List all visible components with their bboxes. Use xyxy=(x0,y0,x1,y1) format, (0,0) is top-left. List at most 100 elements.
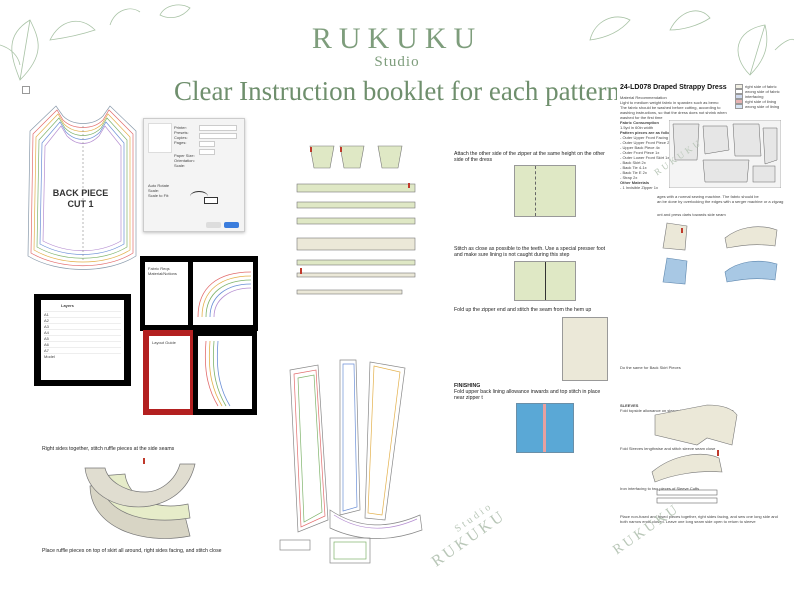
print-options: Auto Rotate Scale: Scale to Fit: xyxy=(148,183,169,198)
layer-item[interactable]: A1 xyxy=(44,311,121,317)
print-row-presets: Presets: xyxy=(174,130,189,135)
booklet-legend: right side of fabric wrong side of fabri… xyxy=(735,84,785,109)
material-rec-text: Light to medium weight fabric in spandex… xyxy=(620,100,719,105)
piece-item: - Outer Front Piece 1x xyxy=(620,150,660,155)
piece-item: - Back Tie E 2x xyxy=(620,170,647,175)
booklet-title: 24-LD078 Draped Strappy Dress xyxy=(620,84,727,91)
print-row-scale: Scale: xyxy=(174,163,186,168)
scale-input-highlight[interactable] xyxy=(204,197,218,204)
legend-item: wrong side of fabric xyxy=(745,89,780,94)
layer-item[interactable]: A4 xyxy=(44,329,121,335)
print-button[interactable] xyxy=(224,222,239,228)
zipper-step-1: Attach the other side of the zipper at t… xyxy=(454,151,605,163)
back-piece-outline xyxy=(27,105,137,270)
piece-item: - Upper Back Piece 4x xyxy=(620,145,660,150)
zipper-step-2: Stitch as close as possible to the teeth… xyxy=(454,246,606,258)
other-materials-text: - 1 Invisible Zipper 1x xyxy=(620,185,659,190)
legend-item: right side of lining xyxy=(745,99,777,104)
tablet-black-3 xyxy=(193,330,257,415)
tablet-black-2 xyxy=(188,256,258,331)
tablet-black-1: Fabric Reqs Material/Notions xyxy=(140,256,193,331)
cancel-button[interactable] xyxy=(206,222,221,228)
consumption-title: Fabric Consumption xyxy=(620,120,659,125)
layout-guide-text: Layout Guide xyxy=(152,340,176,345)
layer-item[interactable]: A7 xyxy=(44,347,121,353)
pieces-title: Pattern pieces are as follows xyxy=(620,130,675,135)
small-doc-line-2: Material/Notions xyxy=(148,271,177,276)
legend-item: wrong side of lining xyxy=(745,104,780,109)
option-auto-rotate[interactable]: Auto Rotate xyxy=(148,183,170,188)
layer-item[interactable]: Model xyxy=(44,353,121,359)
piece-item: - Outer Upper Front Piece 2x xyxy=(620,140,672,145)
back-piece-cut: CUT 1 xyxy=(67,199,94,209)
size-indicator-icon xyxy=(22,86,30,94)
ginkgo-leaf-decoration-right xyxy=(589,10,794,76)
sleeve-diagram xyxy=(651,404,738,504)
other-materials-title: Other Materials xyxy=(620,180,650,185)
piece-item: - Outer Lower Front Skirt 1x xyxy=(620,155,670,160)
sleeves-title: SLEEVES xyxy=(620,403,639,408)
back-piece-pattern: BACK PIECE CUT 1 xyxy=(18,96,143,286)
dropdown-controls xyxy=(199,125,237,167)
print-row-paper-size: Paper Size: xyxy=(174,153,195,158)
cutting-layout-diagram xyxy=(669,120,781,188)
final-note: Place non-fused and fused pieces togethe… xyxy=(620,514,778,524)
zipper-illustration-1 xyxy=(514,165,576,217)
layer-item[interactable]: A2 xyxy=(44,317,121,323)
legend-item: right side of fabric xyxy=(745,84,777,89)
legend-item: interfacing xyxy=(745,94,764,99)
zipper-illustration-2 xyxy=(514,261,576,301)
brand-name: RUKUKU xyxy=(311,22,483,55)
highlight-arrow-icon xyxy=(190,191,208,202)
small-doc-text: Fabric Reqs Material/Notions xyxy=(148,266,177,276)
darts-note: ont and press darts towards side seam xyxy=(657,212,726,217)
ruffle-illustration xyxy=(84,458,196,539)
tablet-red: Layout Guide xyxy=(143,330,196,415)
piece-item: - Back Tie 4-1x xyxy=(620,165,647,170)
instruction-page-zipper: Attach the other side of the zipper at t… xyxy=(452,145,612,455)
back-pieces-note: Do the same for Back Skirt Pieces xyxy=(620,365,681,370)
instruction-page-ruffle: Right sides together, stitch ruffle piec… xyxy=(40,442,240,562)
print-settings-list: Printer: Presets: Copies: Pages: Paper S… xyxy=(174,125,195,168)
wash-text: The fabric should be washed before cutti… xyxy=(620,105,727,120)
print-row-pages: Pages: xyxy=(174,140,187,145)
pattern-lines-preview xyxy=(193,262,253,325)
zipper-step-3: Fold up the zipper end and stitch the se… xyxy=(454,307,592,313)
pattern-lines-preview-2 xyxy=(198,336,252,409)
layers-list: A1 A2 A3 A4 A5 A6 A7 Model xyxy=(44,311,121,359)
consumption-text: 1.5yd in 60in width xyxy=(620,125,654,130)
material-rec-title: Material Recommendation xyxy=(620,95,667,100)
zipper-illustration-3 xyxy=(562,317,608,381)
booklet-page: 24-LD078 Draped Strappy Dress right side… xyxy=(617,82,787,562)
option-scale[interactable]: Scale: xyxy=(148,188,160,193)
fold-note: Fold Sleeves lengthwise and stitch sleev… xyxy=(620,446,716,451)
back-piece-label: BACK PIECE xyxy=(52,188,109,198)
print-preview xyxy=(148,123,172,153)
layers-title: Layers xyxy=(61,303,74,308)
ruffle-step-2: Place ruffle pieces on top of skirt all … xyxy=(42,548,222,554)
finishing-illustration xyxy=(516,403,574,453)
sewing-strips-diagram xyxy=(296,145,416,295)
print-dialog: Printer: Presets: Copies: Pages: Paper S… xyxy=(143,118,245,232)
layer-item[interactable]: A5 xyxy=(44,335,121,341)
small-doc-line-1: Fabric Reqs xyxy=(148,266,170,271)
sewing-note: ages with a normal sewing machine. The f… xyxy=(657,194,784,204)
layer-item[interactable]: A6 xyxy=(44,341,121,347)
brand-subtitle: Studio xyxy=(374,54,420,70)
cuff-note: Iron interfacing to two pieces of Sleeve… xyxy=(620,486,700,491)
dress-pattern-pieces xyxy=(279,359,423,564)
print-row-orientation: Orientation: xyxy=(174,158,195,163)
print-row-printer: Printer: xyxy=(174,125,187,130)
finishing-text: Fold upper back lining allowance inwards… xyxy=(454,389,601,401)
piece-item: - Strap 2x xyxy=(620,175,638,180)
ginkgo-leaf-decoration-left xyxy=(0,4,191,81)
print-row-copies: Copies: xyxy=(174,135,188,140)
layer-item[interactable]: A3 xyxy=(44,323,121,329)
layers-tablet: Layers A1 A2 A3 A4 A5 A6 A7 Model xyxy=(34,294,131,386)
ruffle-step-1: Right sides together, stitch ruffle piec… xyxy=(42,446,175,452)
bodice-darts-diagram xyxy=(662,222,778,285)
option-scale-to-fit[interactable]: Scale to Fit: xyxy=(148,193,170,198)
piece-item: - Back Skirt 2x xyxy=(620,160,646,165)
booklet-materials: Material Recommendation Light to medium … xyxy=(620,95,735,190)
piece-item: - Outer Upper Front Facing 2x xyxy=(620,135,674,140)
